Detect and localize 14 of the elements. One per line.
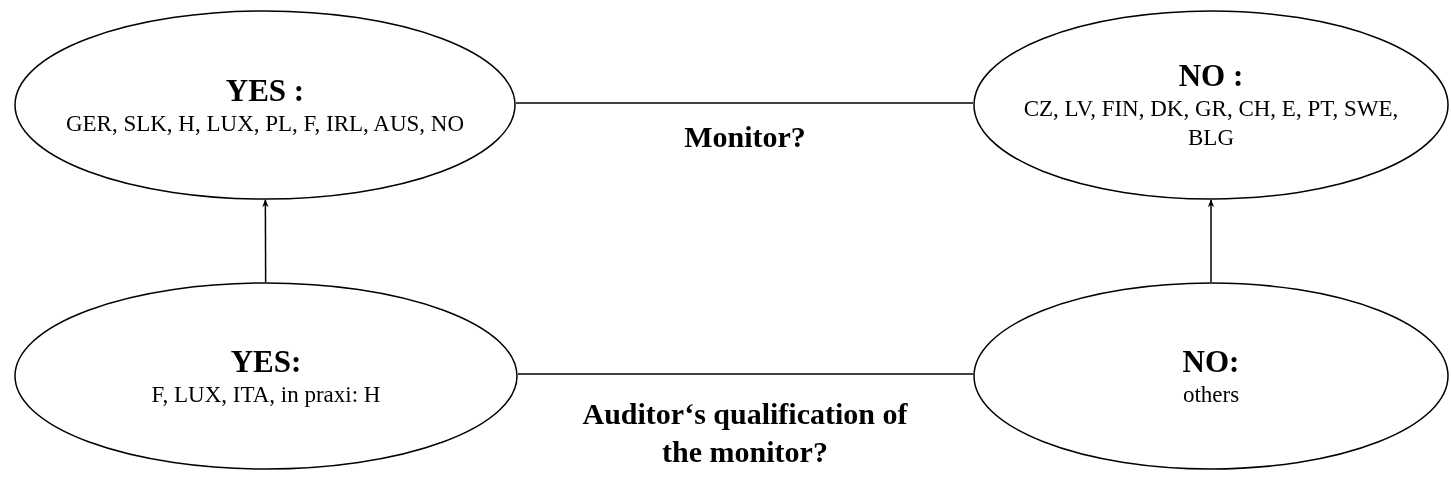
edge-label: Monitor?: [683, 119, 807, 155]
edge-label: Auditor‘s qualification of the monitor?: [581, 396, 909, 470]
node-text: others: [1182, 380, 1240, 409]
node-text: CZ, LV, FIN, DK, GR, CH, E, PT, SWE, BLG: [1022, 95, 1400, 152]
connector-line: [517, 373, 974, 375]
arrow: [1207, 199, 1215, 283]
node-heading: NO:: [1182, 343, 1240, 380]
node-heading: YES:: [230, 343, 302, 380]
node-text: F, LUX, ITA, in praxi: H: [151, 380, 381, 409]
node-heading: YES :: [225, 72, 305, 109]
node-heading: NO :: [1178, 58, 1244, 94]
connector-line: [515, 102, 974, 104]
arrow: [262, 199, 269, 283]
node-text: GER, SLK, H, LUX, PL, F, IRL, AUS, NO: [65, 109, 465, 138]
